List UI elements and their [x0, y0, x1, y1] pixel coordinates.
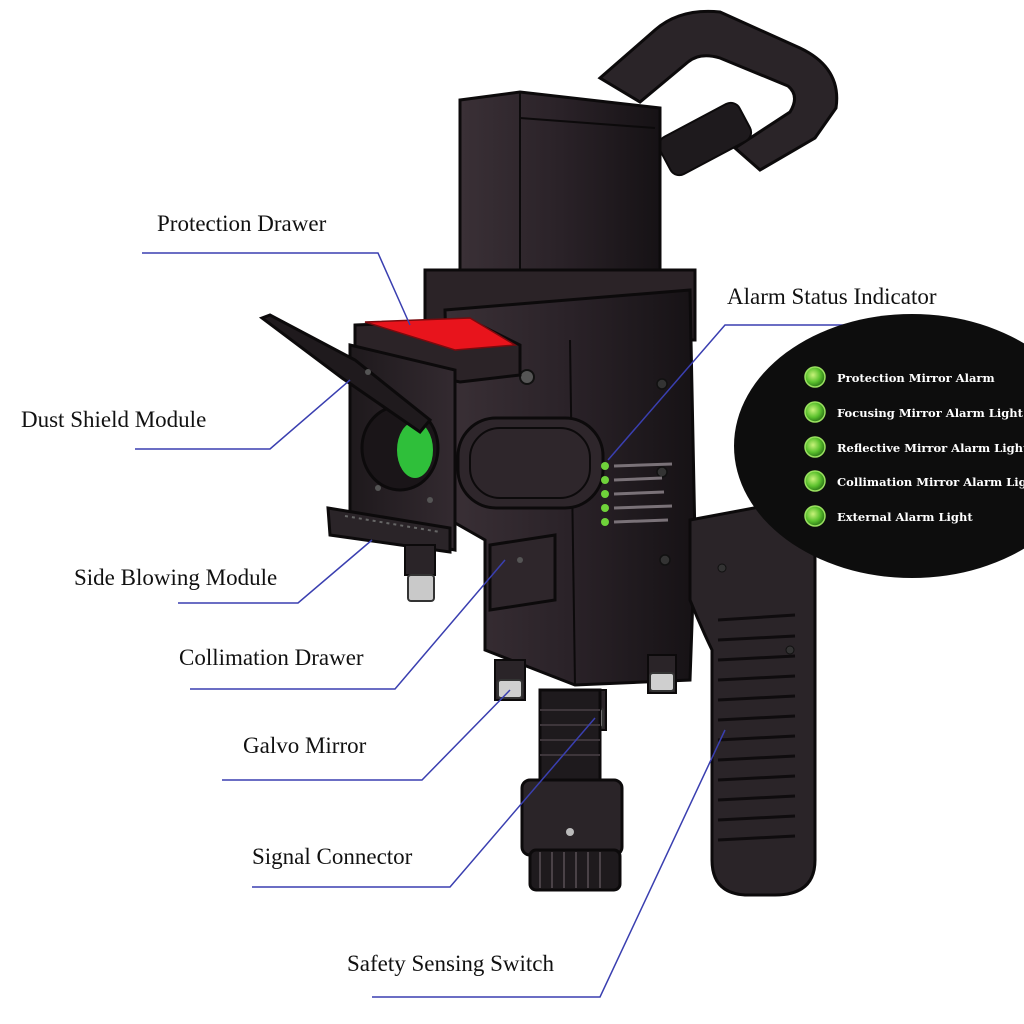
alarm-led-icon — [804, 366, 826, 388]
alarm-label: External Alarm Light — [837, 510, 973, 524]
alarm-led-icon — [804, 436, 826, 458]
green-lens — [397, 422, 433, 478]
led-4 — [601, 504, 609, 512]
led-1 — [601, 462, 609, 470]
label-collimation-drawer: Collimation Drawer — [179, 645, 364, 670]
side-grip-handle — [688, 503, 817, 897]
leader-protection-drawer — [142, 252, 411, 326]
label-signal-connector: Signal Connector — [252, 844, 413, 869]
led-3 — [601, 490, 609, 498]
alarm-label: Reflective Mirror Alarm Light — [837, 441, 1024, 455]
alarm-led-icon — [804, 401, 826, 423]
led-5 — [601, 518, 609, 526]
nozzle-column — [520, 688, 624, 892]
label-galvo-mirror: Galvo Mirror — [243, 733, 367, 758]
leader-safety — [372, 729, 726, 998]
alarm-led-icon — [804, 505, 826, 527]
alarm-item-5: External Alarm Light — [804, 505, 973, 527]
alarm-label: Protection Mirror Alarm — [837, 371, 995, 385]
dust-shield-module-shape — [258, 313, 457, 552]
alarm-led-strip — [601, 462, 673, 526]
leader-signal — [252, 717, 596, 888]
collimation-drawer-shape — [488, 533, 557, 612]
alarm-led-icon — [804, 470, 826, 492]
label-alarm-status-indicator: Alarm Status Indicator — [727, 284, 937, 309]
alarm-panel: Protection Mirror Alarm Focusing Mirror … — [734, 314, 1024, 578]
led-2 — [601, 476, 609, 484]
leader-dust-shield — [135, 379, 351, 450]
side-blowing-module-shape — [326, 506, 452, 602]
alarm-item-1: Protection Mirror Alarm — [804, 366, 995, 388]
alarm-label: Focusing Mirror Alarm Light — [837, 406, 1024, 420]
label-side-blowing-module: Side Blowing Module — [74, 565, 278, 590]
top-handle — [597, 9, 839, 177]
alarm-label: Collimation Mirror Alarm Light — [837, 475, 1024, 489]
label-safety-sensing-switch: Safety Sensing Switch — [347, 951, 554, 976]
alarm-item-4: Collimation Mirror Alarm Light — [804, 470, 1024, 492]
label-dust-shield-module: Dust Shield Module — [21, 407, 207, 432]
label-protection-drawer: Protection Drawer — [157, 211, 327, 236]
leader-collimation — [190, 559, 506, 690]
alarm-item-3: Reflective Mirror Alarm Light — [804, 436, 1024, 458]
leader-side-blowing — [178, 539, 373, 604]
alarm-item-2: Focusing Mirror Alarm Light — [804, 401, 1024, 423]
leader-galvo — [222, 689, 511, 781]
